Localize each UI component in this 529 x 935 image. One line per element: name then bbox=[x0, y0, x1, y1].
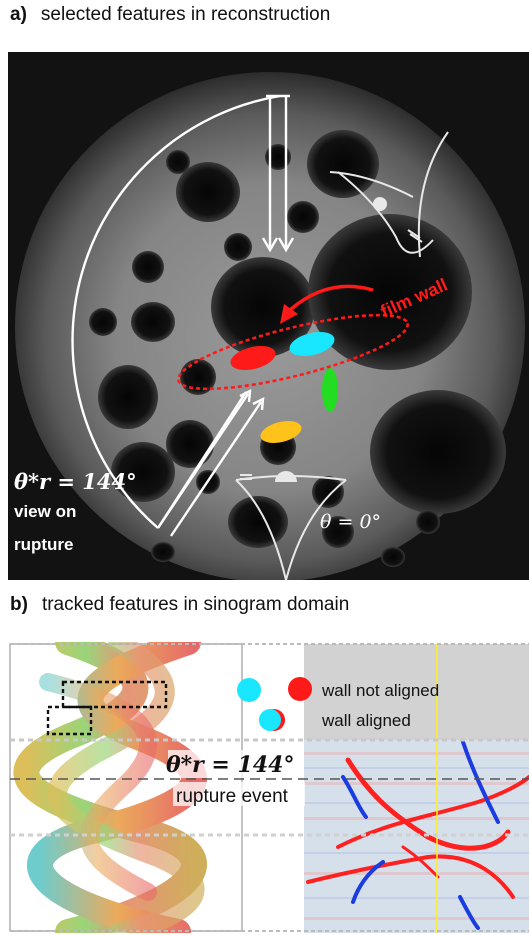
rupture-label-backing bbox=[173, 782, 305, 806]
sinogram-traces bbox=[306, 740, 529, 930]
theta-zero-label: θ = 0° bbox=[320, 511, 381, 533]
legend-cyan-dot bbox=[237, 678, 261, 702]
observer-eye-bottom bbox=[235, 471, 347, 580]
sinogram-figure: wall not aligned wall aligned θ*r = 144°… bbox=[9, 642, 529, 933]
rupture-label: rupture bbox=[14, 535, 74, 554]
sinogram-gray-region bbox=[304, 644, 529, 740]
feature-box-upper bbox=[61, 680, 168, 709]
feature-red bbox=[230, 345, 276, 371]
theta-label-backing bbox=[168, 750, 298, 778]
film-wall-outline bbox=[177, 313, 409, 391]
theta-r-label: θ*r = 144° bbox=[14, 469, 137, 494]
feature-green bbox=[322, 368, 338, 412]
downward-arrows bbox=[261, 94, 295, 253]
reconstruction-image: film wall θ*r = 144° view on rupture θ =… bbox=[8, 52, 529, 580]
row-separators bbox=[10, 643, 529, 932]
legend-aligned-label: wall aligned bbox=[321, 711, 411, 730]
feature-cyan bbox=[289, 331, 335, 357]
rupture-event-label: rupture event bbox=[176, 786, 289, 807]
panel-a-label: a) bbox=[10, 4, 27, 25]
panel-a-title: selected features in reconstruction bbox=[40, 4, 331, 25]
legend-not-aligned-label: wall not aligned bbox=[321, 681, 439, 700]
diagonal-arrows bbox=[157, 388, 265, 537]
legend-red-dot bbox=[288, 677, 312, 701]
panel-b-title: tracked features in sinogram domain bbox=[41, 594, 350, 615]
panel-a-heading: a) selected features in reconstruction bbox=[10, 4, 330, 26]
feature-box-lower bbox=[46, 705, 93, 736]
theta-r-event-label: θ*r = 144° bbox=[166, 752, 294, 778]
legend-aligned-cyan-dot bbox=[259, 709, 281, 731]
view-on-label: view on bbox=[14, 502, 76, 521]
panel-b-label: b) bbox=[10, 594, 28, 615]
film-wall-arrowhead bbox=[280, 304, 298, 324]
film-wall-arrow bbox=[288, 284, 374, 312]
feature-orange bbox=[260, 421, 302, 443]
observer-eye-top bbox=[329, 131, 449, 258]
panel-b-heading: b) tracked features in sinogram domain bbox=[10, 594, 349, 616]
view-sector-arc bbox=[71, 94, 281, 529]
